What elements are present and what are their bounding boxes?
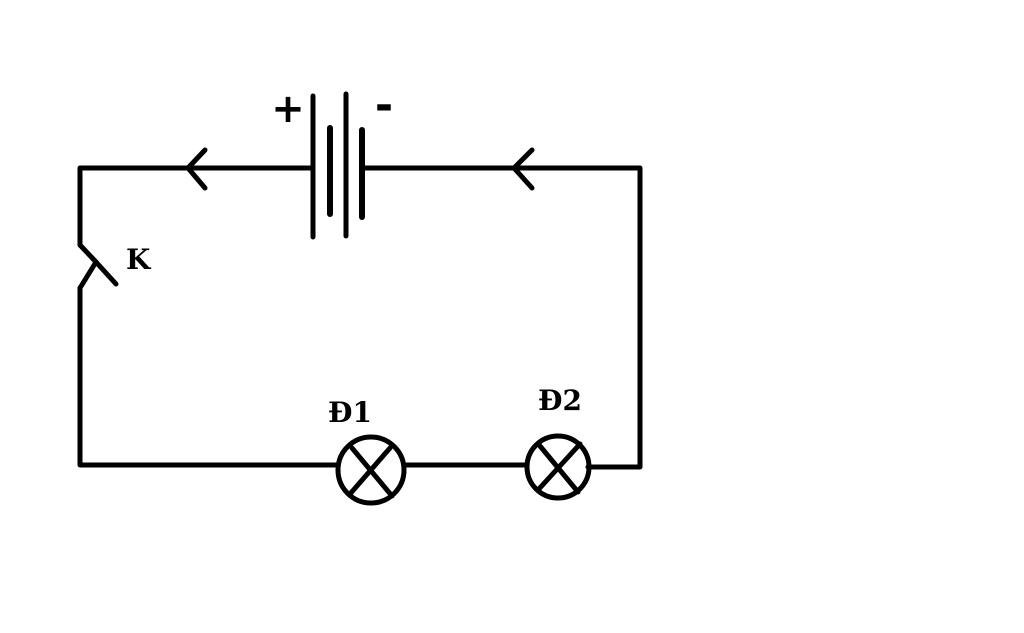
battery-minus-label: - (375, 80, 393, 131)
open-switch-icon (77, 242, 119, 291)
battery-plus-label: + (271, 86, 305, 132)
wire-bottom-left (77, 285, 341, 468)
lamp1-label: Đ1 (328, 396, 372, 429)
switch-lever (77, 242, 99, 291)
lamp2-filament (535, 441, 583, 493)
lamp2-label: Đ2 (538, 384, 582, 417)
switch-blade (93, 259, 119, 287)
wire-top-left (77, 165, 314, 248)
current-arrow-icon (185, 147, 208, 191)
lamp2-bulb (524, 433, 592, 501)
lamp-icon (524, 433, 592, 501)
lamp-icon (335, 434, 407, 506)
battery-icon (310, 91, 365, 240)
wire-top-right (360, 165, 643, 470)
current-arrows (185, 147, 535, 191)
lamp1-bulb (335, 434, 407, 506)
switch-label: K (126, 243, 152, 276)
current-arrow-icon (511, 147, 535, 191)
circuit-wires (77, 165, 643, 470)
lamp1-filament (347, 445, 393, 497)
